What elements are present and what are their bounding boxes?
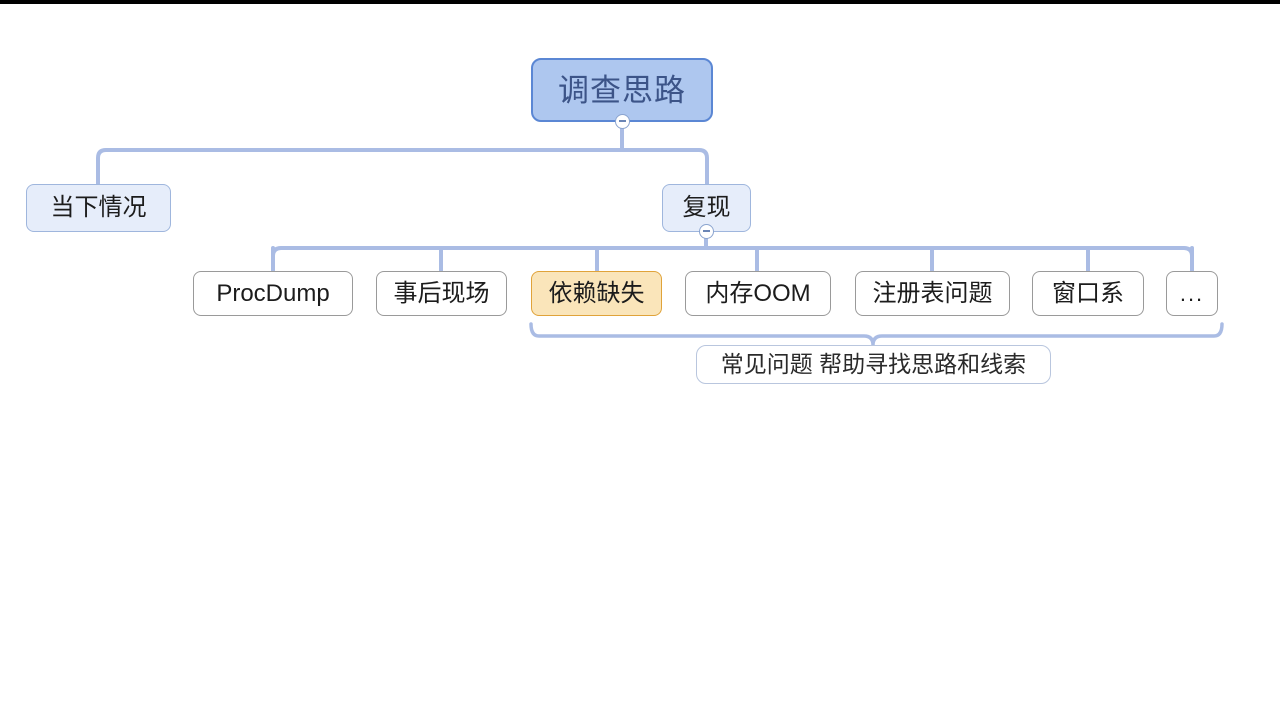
edge-level1-bus (96, 148, 709, 187)
node-post-mortem-scene-label: 事后现场 (393, 279, 490, 307)
node-post-mortem-scene[interactable]: 事后现场 (376, 271, 507, 316)
node-procdump[interactable]: ProcDump (193, 271, 353, 316)
node-current-situation[interactable]: 当下情况 (26, 184, 171, 232)
node-current-situation-label: 当下情况 (50, 194, 147, 221)
node-memory-oom-label: 内存OOM (705, 279, 811, 307)
node-more[interactable]: ... (1166, 271, 1218, 316)
node-window-system[interactable]: 窗口系 (1032, 271, 1144, 316)
node-more-label: ... (1179, 280, 1205, 306)
top-black-bar (0, 0, 1280, 4)
node-procdump-label: ProcDump (216, 279, 330, 307)
node-missing-dependency-label: 依赖缺失 (548, 279, 645, 307)
collapse-toggle-root[interactable] (615, 114, 630, 129)
node-registry-issue[interactable]: 注册表问题 (855, 271, 1010, 316)
node-common-issues-summary[interactable]: 常见问题 帮助寻找思路和线索 (696, 345, 1051, 384)
node-missing-dependency[interactable]: 依赖缺失 (531, 271, 662, 316)
node-common-issues-summary-label: 常见问题 帮助寻找思路和线索 (720, 351, 1027, 377)
node-reproduce-label: 复现 (682, 194, 731, 221)
summary-bracket (529, 322, 1224, 347)
collapse-toggle-reproduce[interactable] (699, 224, 714, 239)
node-memory-oom[interactable]: 内存OOM (685, 271, 831, 316)
node-root[interactable]: 调查思路 (531, 58, 713, 122)
node-root-label: 调查思路 (558, 72, 686, 108)
node-window-system-label: 窗口系 (1052, 279, 1124, 307)
node-registry-issue-label: 注册表问题 (872, 279, 993, 307)
edge-level2-bus (271, 246, 1194, 274)
node-reproduce[interactable]: 复现 (662, 184, 751, 232)
